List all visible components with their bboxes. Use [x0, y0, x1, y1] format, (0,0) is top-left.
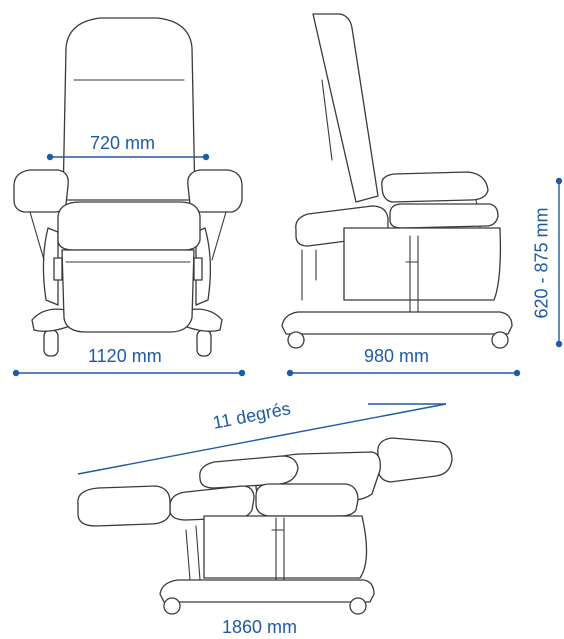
dim-seat-height-endpoint-top [555, 177, 563, 185]
dim-depth-endpoint-right [513, 369, 521, 377]
dim-reclined-length-label: 1860 mm [222, 617, 298, 637]
dim-seat-height-label: 620 - 875 mm [531, 207, 552, 319]
dim-recline-angle [77, 403, 447, 475]
dim-arm-width-endpoint-left [46, 153, 54, 161]
dim-total-width-label: 1120 mm [88, 346, 162, 366]
dim-seat-height [555, 177, 563, 348]
dim-recline-angle-ray [77, 403, 447, 475]
dim-arm-width [46, 153, 210, 161]
dim-seat-height-endpoint-bottom [555, 340, 563, 348]
side-view-chair [281, 13, 513, 349]
dim-total-width [12, 369, 246, 377]
dim-arm-width-endpoint-right [202, 153, 210, 161]
reclined-view-chair [77, 437, 453, 615]
dim-arm-width-label: 720 mm [90, 133, 156, 153]
dim-total-width-endpoint-left [12, 369, 20, 377]
front-view-chair [13, 17, 243, 357]
dim-total-width-endpoint-right [238, 369, 246, 377]
dim-depth-endpoint-left [286, 369, 294, 377]
dim-depth-label: 980 mm [364, 346, 430, 366]
dim-depth [286, 369, 521, 377]
